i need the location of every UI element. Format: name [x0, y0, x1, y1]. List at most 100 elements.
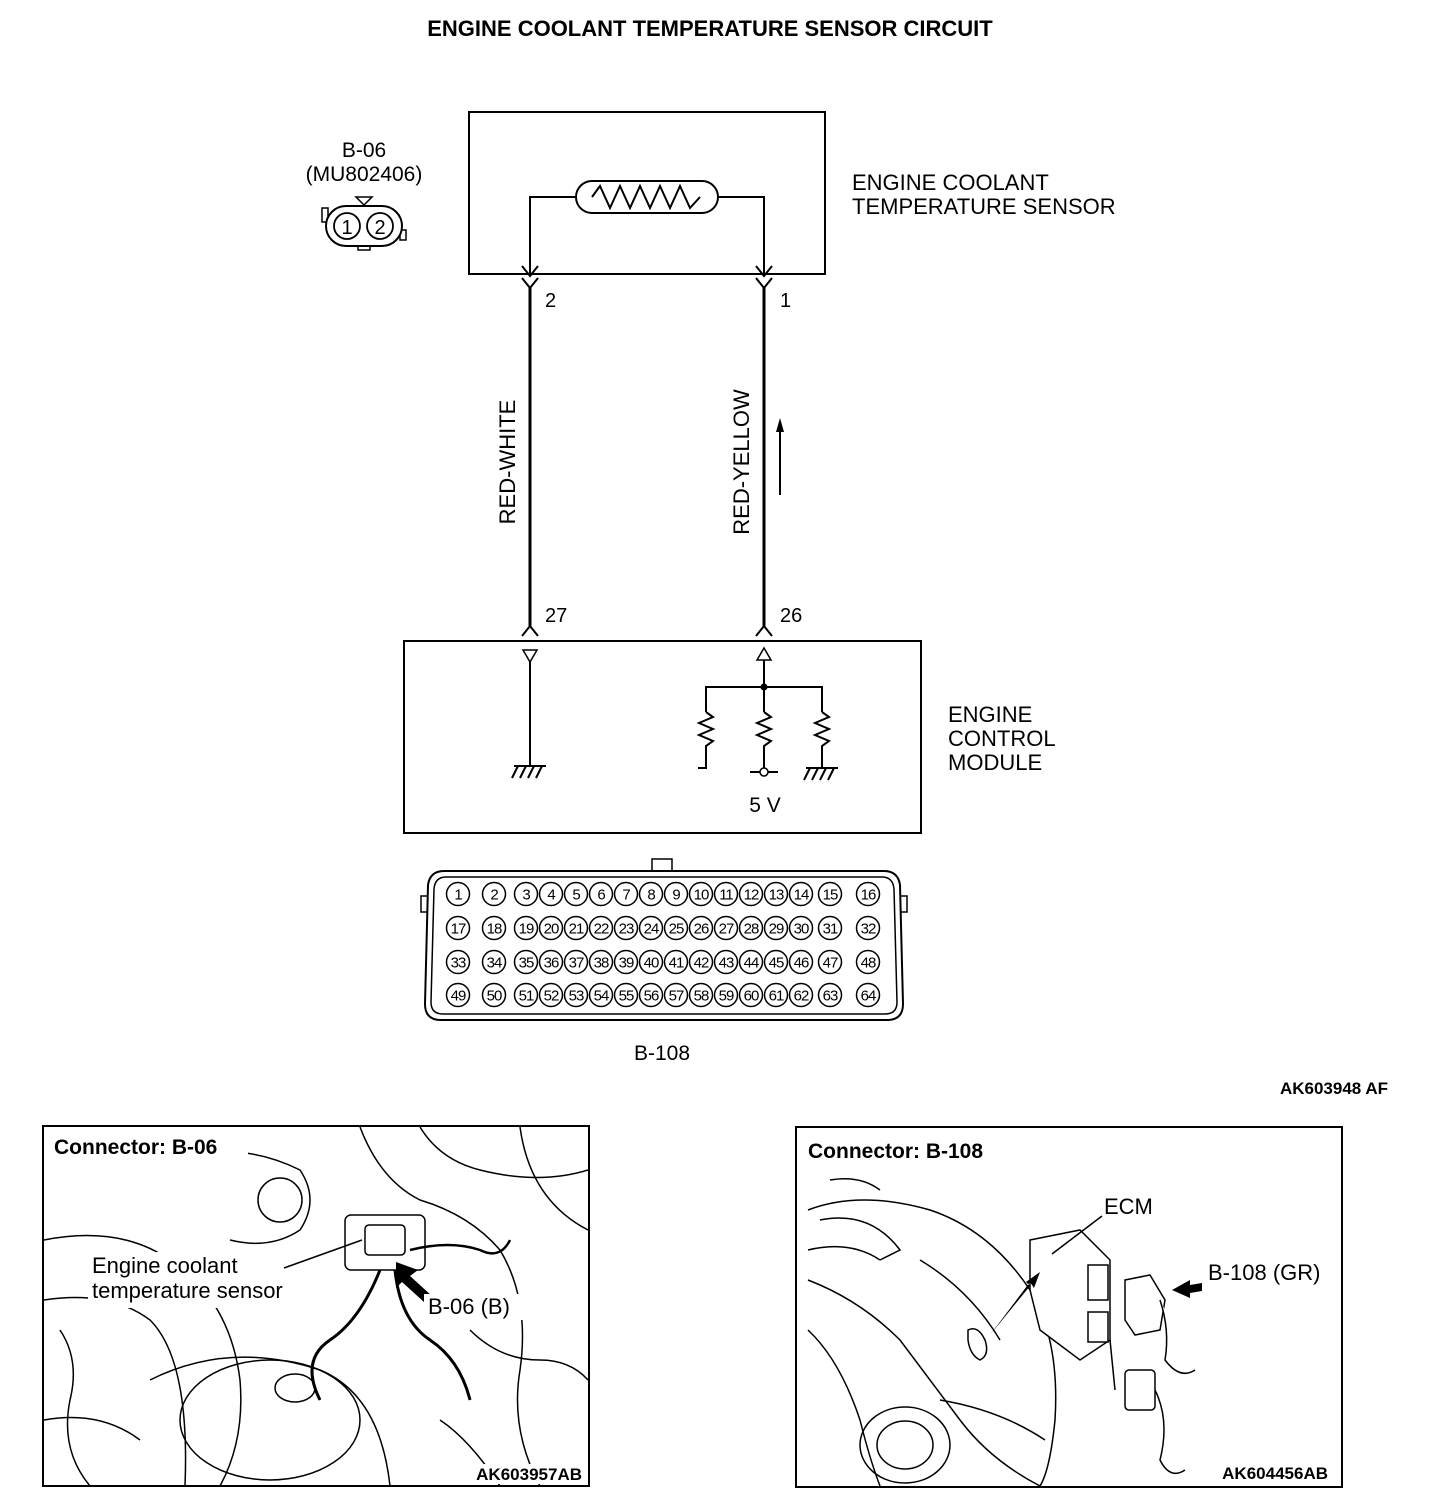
b108-pin	[817, 915, 843, 941]
b108-pin	[788, 949, 814, 975]
b108-pin-label: 19	[519, 921, 534, 938]
diagram-title: ENGINE COOLANT TEMPERATURE SENSOR CIRCUI…	[427, 16, 993, 41]
panel-right-connector-label: B-108 (GR)	[1208, 1260, 1320, 1285]
panel-right-title: Connector: B-108	[808, 1140, 983, 1163]
wire-label-red-white: RED-WHITE	[495, 400, 520, 525]
b108-pin-label: 11	[719, 887, 733, 904]
pointer-arrow-icon	[396, 1262, 432, 1302]
b108-pin-label: 56	[644, 988, 659, 1005]
b108-pin	[738, 982, 764, 1008]
ecm-location-arrow-icon	[990, 1272, 1040, 1335]
ecm-voltage: 5 V	[749, 794, 781, 817]
b108-pin	[563, 949, 589, 975]
b108-pin-label: 17	[451, 921, 466, 938]
b108-pin	[563, 881, 589, 907]
b108-pin	[738, 915, 764, 941]
b108-pin-label: 53	[569, 988, 584, 1005]
b108-pin-label: 25	[669, 921, 684, 938]
b108-pin-label: 24	[644, 921, 659, 938]
b108-pin-label: 2	[490, 887, 498, 904]
panel-left-ref: AK603957AB	[476, 1465, 582, 1484]
b108-pin-label: 49	[451, 988, 466, 1005]
b108-pin	[638, 982, 664, 1008]
b108-pin-label: 8	[647, 887, 655, 904]
b108-pin	[738, 949, 764, 975]
ecm-terminal-26: 26	[780, 605, 802, 627]
b108-pin-label: 54	[594, 988, 609, 1005]
resistor-3	[812, 711, 832, 768]
b108-pin	[538, 949, 564, 975]
sensor-terminal-2: 2	[545, 290, 556, 312]
ecm-label-line1: ENGINE	[948, 702, 1032, 727]
b108-pin	[513, 982, 539, 1008]
b108-pin-label: 51	[519, 988, 534, 1005]
b108-label: B-108	[634, 1042, 690, 1065]
b108-pin	[613, 881, 639, 907]
b108-pin-label: 34	[487, 955, 502, 972]
b108-pin-label: 6	[597, 887, 605, 904]
b108-pin	[445, 881, 471, 907]
b108-pin-label: 31	[823, 921, 838, 938]
b108-pin-label: 28	[744, 921, 759, 938]
b108-pin	[688, 915, 714, 941]
sensor-label-line1: ENGINE COOLANT	[852, 170, 1049, 195]
b108-pin-label: 33	[451, 955, 466, 972]
b108-pin	[788, 915, 814, 941]
b108-pin	[481, 949, 507, 975]
ecm-label-line2: CONTROL	[948, 726, 1056, 751]
b108-pin-label: 12	[744, 887, 759, 904]
b108-pin	[663, 915, 689, 941]
b108-pin-label: 18	[487, 921, 502, 938]
b108-pin	[613, 982, 639, 1008]
b108-pin	[855, 881, 881, 907]
b108-pin-label: 60	[744, 988, 759, 1005]
b108-pin-label: 5	[572, 887, 580, 904]
b108-pin-label: 29	[769, 921, 784, 938]
b108-pin-label: 26	[694, 921, 709, 938]
b06-part-number: (MU802406)	[306, 163, 423, 186]
b108-pin	[855, 982, 881, 1008]
b108-pin	[588, 982, 614, 1008]
panel-left-title: Connector: B-06	[54, 1136, 217, 1159]
panel-left-connector-label: B-06 (B)	[428, 1294, 510, 1319]
ecm-box: 5 V ENGINE CONTROL MODULE	[403, 640, 1056, 834]
b108-pin-label: 59	[719, 988, 734, 1005]
b108-pin	[445, 982, 471, 1008]
b108-pin-label: 4	[547, 887, 555, 904]
b108-pin	[817, 949, 843, 975]
sensor-label-line2: TEMPERATURE SENSOR	[852, 194, 1116, 219]
b06-connector-symbol: B-06 (MU802406) 1 2	[306, 139, 423, 251]
thermistor-symbol	[591, 183, 701, 211]
resistor-2	[754, 711, 774, 768]
signal-direction-arrow	[776, 418, 784, 495]
ecm-unit-illustration	[967, 1229, 1196, 1475]
b108-pin	[713, 982, 739, 1008]
b108-pin-label: 22	[594, 921, 609, 938]
b108-pin	[445, 915, 471, 941]
b108-pin	[513, 881, 539, 907]
b108-pin-label: 10	[694, 887, 709, 904]
diagram-ref: AK603948 AF	[1280, 1079, 1388, 1098]
ground-symbol-left	[511, 765, 546, 779]
b06-pin-2: 2	[374, 217, 385, 239]
b108-pin	[663, 982, 689, 1008]
b108-pin	[817, 982, 843, 1008]
resistor-1	[696, 711, 716, 769]
car-illustration	[807, 1178, 1057, 1487]
b108-pin-label: 7	[622, 887, 630, 904]
b108-pin-label: 23	[619, 921, 634, 938]
b108-pin-label: 1	[454, 887, 462, 904]
b108-pin-label: 21	[569, 921, 584, 938]
b108-pin	[855, 949, 881, 975]
b108-pin	[481, 881, 507, 907]
ecm-terminal-27: 27	[545, 605, 567, 627]
sensor-terminal-1: 1	[780, 290, 791, 312]
b108-pin-label: 43	[719, 955, 734, 972]
b108-pin-label: 46	[794, 955, 809, 972]
b108-pin-label: 16	[861, 887, 876, 904]
panel-connector-b06: Connector: B-06 Engine coolant temperatu…	[42, 1125, 590, 1487]
b108-pin	[538, 915, 564, 941]
b108-pin	[713, 915, 739, 941]
b108-pin	[688, 881, 714, 907]
